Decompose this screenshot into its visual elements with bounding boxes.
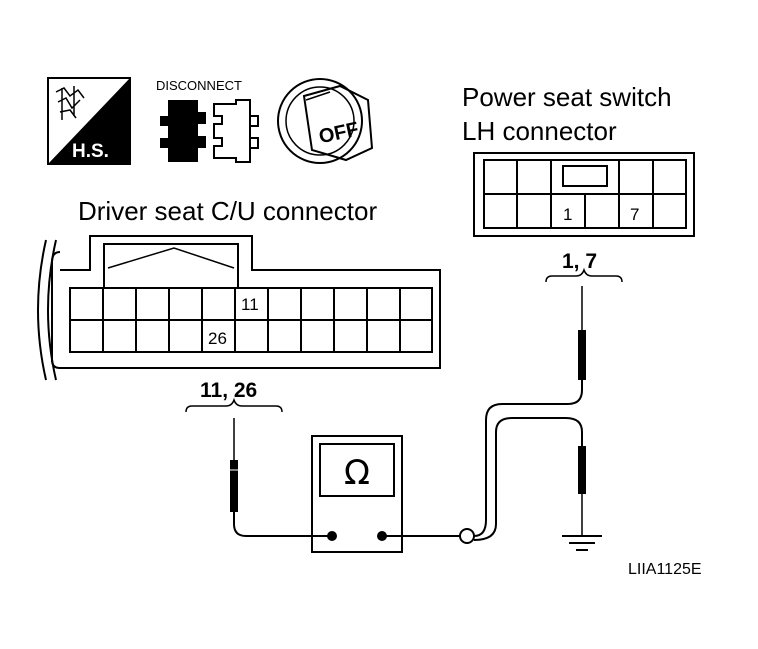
power-seat-switch-connector: Power seat switch LH connector 1 7 1, 7 bbox=[462, 82, 695, 283]
cu-title: Driver seat C/U connector bbox=[78, 196, 377, 226]
switch-title-line1: Power seat switch bbox=[462, 82, 672, 112]
switch-pin-1: 1 bbox=[563, 205, 572, 224]
hs-icon: H.S. bbox=[47, 77, 131, 165]
probe-ground bbox=[473, 417, 602, 551]
switch-title-line2: LH connector bbox=[462, 116, 617, 146]
ohm-symbol: Ω bbox=[344, 453, 370, 493]
disconnect-icon: DISCONNECT bbox=[156, 78, 259, 163]
disconnect-label: DISCONNECT bbox=[156, 78, 242, 93]
ohmmeter: Ω bbox=[311, 435, 403, 553]
cu-pin-11: 11 bbox=[241, 295, 259, 314]
driver-seat-cu-connector: Driver seat C/U connector 11 26 11, 26 bbox=[37, 196, 441, 413]
off-label: OFF bbox=[317, 118, 361, 148]
probe-switch bbox=[382, 286, 586, 544]
ground-icon bbox=[562, 535, 602, 551]
switch-pin-7: 7 bbox=[630, 205, 639, 224]
cu-pin-26: 26 bbox=[208, 329, 227, 348]
switch-terminal-label: 1, 7 bbox=[562, 250, 597, 273]
figure-code: LIIA1125E bbox=[628, 561, 702, 578]
cu-terminal-label: 11, 26 bbox=[200, 379, 257, 402]
hs-label: H.S. bbox=[72, 141, 109, 162]
ignition-off-icon: OFF bbox=[277, 78, 374, 164]
probe-cu bbox=[228, 418, 332, 537]
